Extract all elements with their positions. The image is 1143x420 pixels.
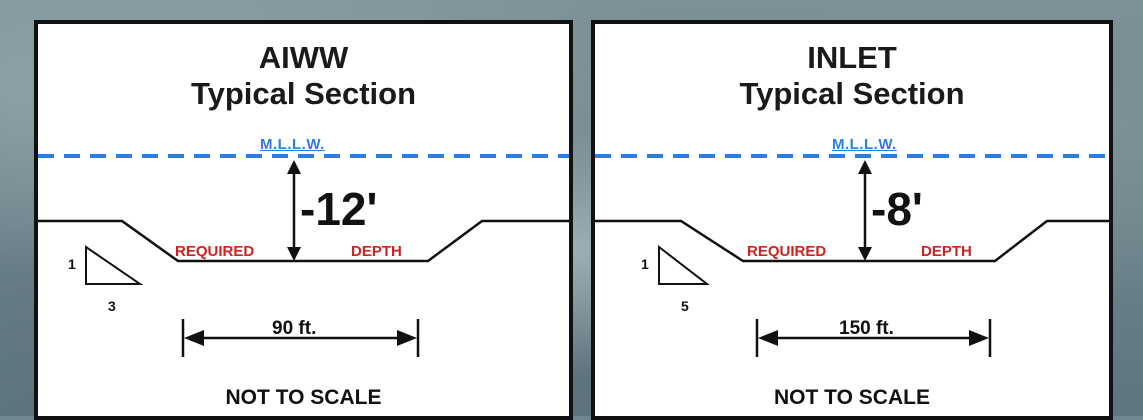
not-to-scale-note: NOT TO SCALE xyxy=(774,386,930,409)
slope-rise-label: 1 xyxy=(641,256,649,272)
inlet-section-panel: INLET Typical Section M.L.L.W. -8' REQUI… xyxy=(591,20,1113,420)
panel-title: AIWW xyxy=(258,40,349,75)
channel-profile xyxy=(595,219,1109,263)
slope-triangle xyxy=(85,245,144,285)
required-label: REQUIRED xyxy=(175,243,255,260)
not-to-scale-note: NOT TO SCALE xyxy=(225,386,382,409)
width-arrow-right-head xyxy=(397,330,417,346)
mllw-label: M.L.L.W. xyxy=(260,136,325,153)
width-arrow-left-head xyxy=(758,330,778,346)
panel-subtitle: Typical Section xyxy=(739,76,965,111)
slope-triangle xyxy=(658,244,710,285)
depth-label: DEPTH xyxy=(351,243,402,260)
width-arrow-right-head xyxy=(969,330,989,346)
mllw-label: M.L.L.W. xyxy=(832,136,897,153)
width-arrow-left-head xyxy=(184,330,204,346)
depth-arrow-up-head xyxy=(858,160,872,174)
depth-value: -8' xyxy=(871,183,923,235)
depth-arrow-down-head xyxy=(287,247,301,261)
depth-value: -12' xyxy=(300,183,378,235)
depth-arrow-up-head xyxy=(287,160,301,174)
aiww-section-panel: AIWW Typical Section M.L.L.W. -12' REQUI… xyxy=(34,20,573,420)
channel-profile xyxy=(38,219,569,263)
depth-label: DEPTH xyxy=(921,243,972,260)
slope-run-label: 3 xyxy=(108,298,116,314)
required-label: REQUIRED xyxy=(747,243,827,260)
panel-subtitle: Typical Section xyxy=(190,76,417,111)
depth-arrow-down-head xyxy=(858,247,872,261)
slope-run-label: 5 xyxy=(681,298,689,314)
channel-width-label: 150 ft. xyxy=(839,318,894,339)
panel-title: INLET xyxy=(807,40,897,75)
channel-width-label: 90 ft. xyxy=(272,318,317,339)
inlet-section-drawing xyxy=(595,154,1109,357)
slope-rise-label: 1 xyxy=(68,256,76,272)
aiww-section-drawing xyxy=(38,154,569,357)
